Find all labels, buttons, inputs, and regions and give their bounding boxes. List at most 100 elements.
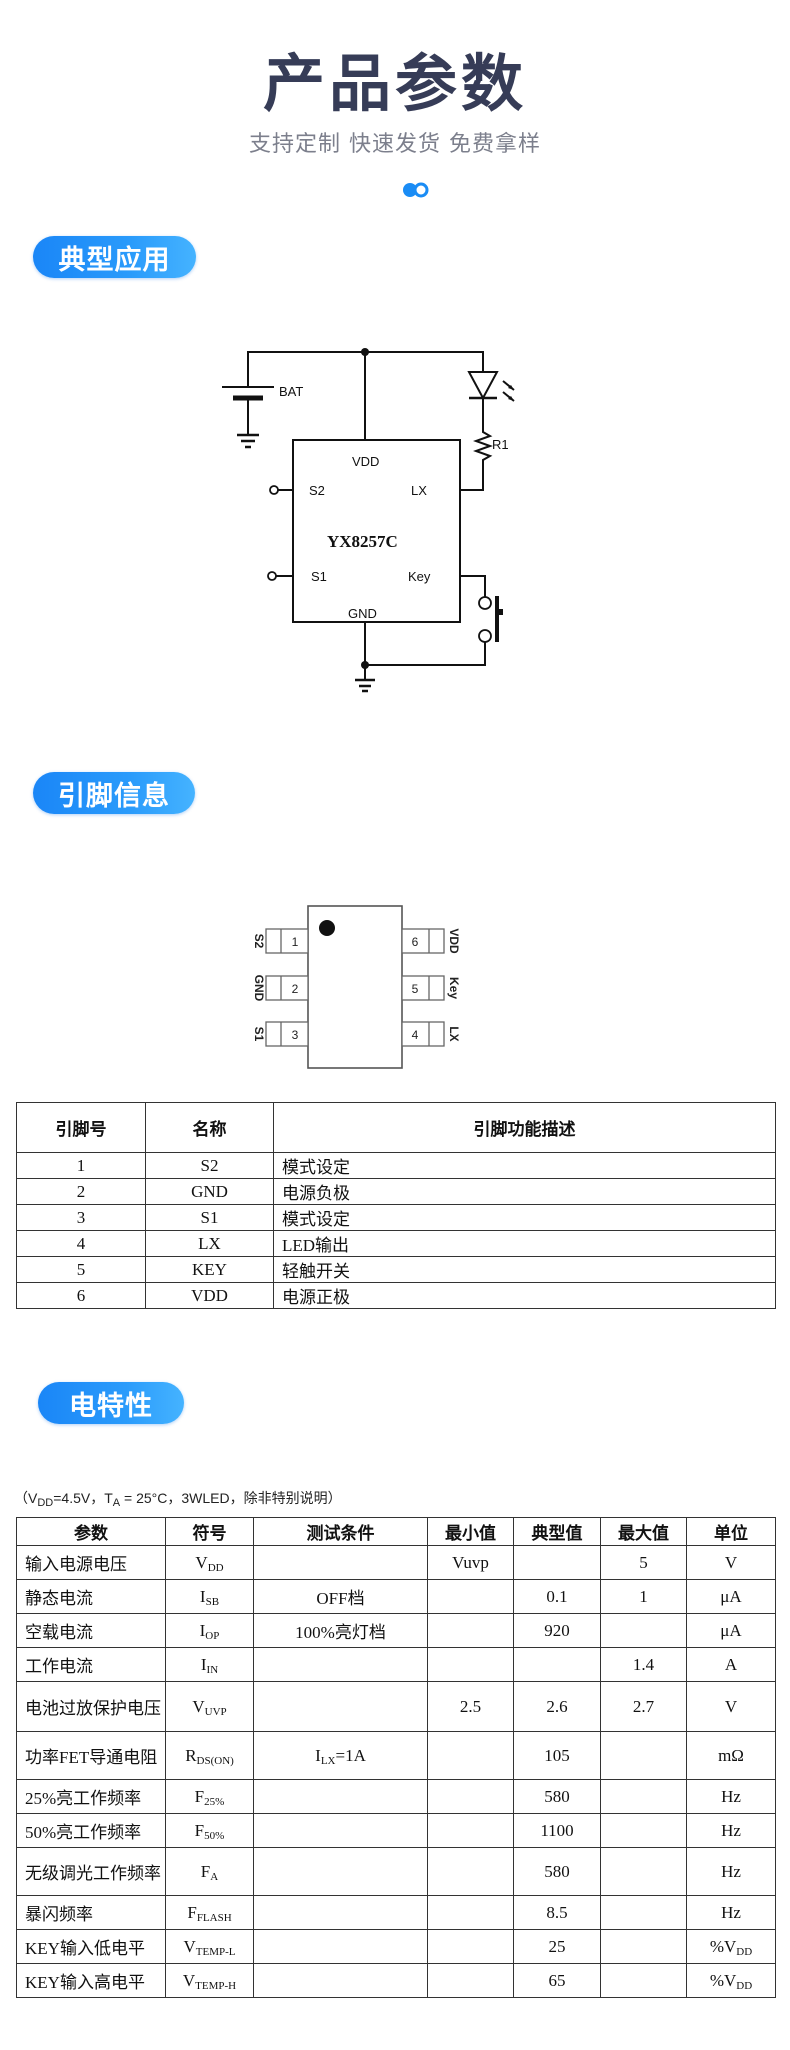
param-name: 无级调光工作频率 bbox=[16, 1847, 166, 1896]
param-text: KEY输入高电平 bbox=[25, 1973, 145, 1992]
symbol: F50% bbox=[165, 1813, 254, 1848]
typ-value: 2.6 bbox=[513, 1681, 601, 1732]
typical-application-schematic: BAT R1 VDD S2 LX S1 Key GND YX8257C bbox=[222, 348, 515, 693]
pin-vdd-label: VDD bbox=[352, 454, 379, 469]
package-pinout-diagram: 1 2 3 6 5 4 S2 GND S1 VDD Key LX bbox=[252, 905, 461, 1069]
package-pin-6-number: 6 bbox=[412, 935, 419, 949]
pin-number: 3 bbox=[16, 1204, 146, 1231]
min-value bbox=[427, 1929, 514, 1964]
unit-main: Hz bbox=[721, 1902, 741, 1922]
pin-number: 1 bbox=[16, 1152, 146, 1179]
max-value bbox=[600, 1895, 687, 1930]
test-condition bbox=[253, 1847, 428, 1896]
pin-s2-label: S2 bbox=[309, 483, 325, 498]
symbol-main: I bbox=[199, 1586, 206, 1606]
symbol-main: V bbox=[192, 1696, 205, 1716]
test-condition bbox=[253, 1545, 428, 1580]
pin-description: 轻触开关 bbox=[273, 1256, 776, 1283]
symbol-main: I bbox=[200, 1654, 207, 1674]
pin-name: S2 bbox=[145, 1152, 274, 1179]
table-row: 2 GND 电源负极 bbox=[16, 1178, 776, 1205]
note-text: （V bbox=[14, 1490, 38, 1506]
max-value bbox=[600, 1963, 687, 1998]
page-subtitle: 支持定制 快速发货 免费拿样 bbox=[249, 132, 541, 157]
test-condition bbox=[253, 1963, 428, 1998]
max-text: 1 bbox=[639, 1586, 648, 1606]
max-value bbox=[600, 1779, 687, 1814]
min-text: 2.5 bbox=[459, 1696, 482, 1716]
pin-number: 6 bbox=[16, 1282, 146, 1309]
max-value: 1.4 bbox=[600, 1647, 687, 1682]
symbol: VDD bbox=[165, 1545, 254, 1580]
pin-info-table: 引脚号 名称 引脚功能描述 1 S2 模式设定 2 GND 电源负极 3 S1 … bbox=[16, 1102, 776, 1309]
param-text: 空载电流 bbox=[25, 1623, 93, 1642]
package-pin-5-number: 5 bbox=[412, 982, 419, 996]
symbol-sub: FLASH bbox=[196, 1911, 232, 1924]
electrical-table-header: 典型值 bbox=[513, 1517, 601, 1546]
symbol-main: F bbox=[194, 1820, 205, 1840]
table-row: 4 LX LED输出 bbox=[16, 1230, 776, 1257]
symbol: VUVP bbox=[165, 1681, 254, 1732]
symbol-main: V bbox=[182, 1970, 196, 1990]
symbol: RDS(ON) bbox=[165, 1731, 254, 1780]
min-value bbox=[427, 1813, 514, 1848]
pin-table-header: 名称 bbox=[145, 1102, 274, 1153]
note-sub: A bbox=[112, 1497, 121, 1509]
test-condition bbox=[253, 1813, 428, 1848]
cond-sub: LX bbox=[320, 1754, 336, 1767]
unit-main: %V bbox=[709, 1970, 737, 1990]
symbol-sub: DD bbox=[207, 1561, 224, 1574]
param-name: 静态电流 bbox=[16, 1579, 166, 1614]
pin-key-label: Key bbox=[408, 569, 431, 584]
unit-sub: DD bbox=[736, 1979, 753, 1992]
typ-text: 580 bbox=[544, 1861, 570, 1881]
symbol-sub: DS(ON) bbox=[196, 1754, 234, 1767]
symbol-main: F bbox=[200, 1861, 211, 1881]
typ-value: 25 bbox=[513, 1929, 601, 1964]
param-name: 电池过放保护电压 bbox=[16, 1681, 166, 1732]
package-pin-5-name: Key bbox=[447, 977, 461, 999]
electrical-table-header: 参数 bbox=[16, 1517, 166, 1546]
note-sub: DD bbox=[37, 1497, 54, 1509]
unit-main: V bbox=[724, 1552, 738, 1572]
cond-main: OFF档 bbox=[316, 1589, 365, 1608]
test-condition bbox=[253, 1779, 428, 1814]
param-name: 功率FET导通电阻 bbox=[16, 1731, 166, 1780]
param-text: KEY输入低电平 bbox=[25, 1939, 145, 1958]
unit-main: V bbox=[724, 1696, 738, 1716]
unit-main: Hz bbox=[721, 1861, 741, 1881]
typ-text: 920 bbox=[544, 1620, 570, 1640]
unit-main: %V bbox=[709, 1936, 737, 1956]
symbol: IIN bbox=[165, 1647, 254, 1682]
param-name: 输入电源电压 bbox=[16, 1545, 166, 1580]
typ-value: 8.5 bbox=[513, 1895, 601, 1930]
max-value bbox=[600, 1731, 687, 1780]
unit: mΩ bbox=[686, 1731, 776, 1780]
min-value bbox=[427, 1847, 514, 1896]
package-pin-6-name: VDD bbox=[447, 928, 461, 954]
param-text: 静态电流 bbox=[25, 1589, 93, 1608]
min-value bbox=[427, 1895, 514, 1930]
param-name: 25%亮工作频率 bbox=[16, 1779, 166, 1814]
resistor-label: R1 bbox=[492, 437, 509, 452]
min-value bbox=[427, 1779, 514, 1814]
typ-text: 25 bbox=[548, 1936, 566, 1956]
typ-text: 1100 bbox=[540, 1820, 574, 1840]
symbol-main: I bbox=[199, 1620, 206, 1640]
chip-name: YX8257C bbox=[327, 532, 398, 551]
param-text: 电池过放保护电压 bbox=[25, 1699, 161, 1718]
param-name: 空载电流 bbox=[16, 1613, 166, 1648]
table-row: 5 KEY 轻触开关 bbox=[16, 1256, 776, 1283]
typ-text: 65 bbox=[548, 1970, 566, 1990]
pin-gnd-label: GND bbox=[348, 606, 377, 621]
param-text: 25%亮工作频率 bbox=[25, 1789, 142, 1808]
unit-main: Hz bbox=[721, 1820, 741, 1840]
